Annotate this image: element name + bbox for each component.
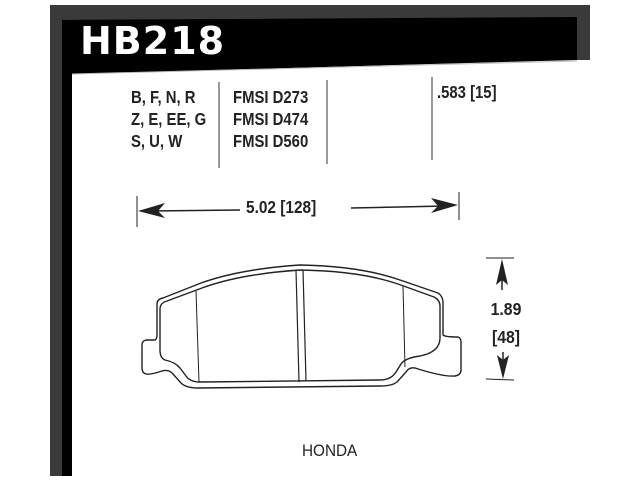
brake-pad-drawing xyxy=(141,264,462,389)
fmsi-row: FMSI D273 xyxy=(233,87,309,107)
compound-row: S, U, W xyxy=(131,131,183,151)
left-gray-bar xyxy=(50,20,62,476)
height-dimension-line xyxy=(485,257,515,381)
compound-row: Z, E, EE, G xyxy=(131,109,207,129)
thickness-value: .583 [15] xyxy=(437,82,497,102)
width-dimension-line xyxy=(136,192,460,227)
fmsi-list: FMSI D273 FMSI D474 FMSI D560 xyxy=(233,86,308,152)
height-inches: 1.89 xyxy=(490,299,522,319)
height-value: 1.89 [48] xyxy=(488,295,524,351)
fmsi-row: FMSI D474 xyxy=(233,109,309,129)
width-value: 5.02 [128] xyxy=(246,197,317,217)
part-number-title: HB218 xyxy=(80,19,226,63)
header-bar xyxy=(50,17,577,476)
compound-list: B, F, N, R Z, E, EE, G S, U, W xyxy=(131,86,206,152)
vehicle-make: HONDA xyxy=(302,441,358,460)
left-black-bar xyxy=(62,60,72,476)
fmsi-row: FMSI D560 xyxy=(233,131,309,151)
height-mm: [48] xyxy=(491,327,521,347)
compound-row: B, F, N, R xyxy=(131,87,196,107)
